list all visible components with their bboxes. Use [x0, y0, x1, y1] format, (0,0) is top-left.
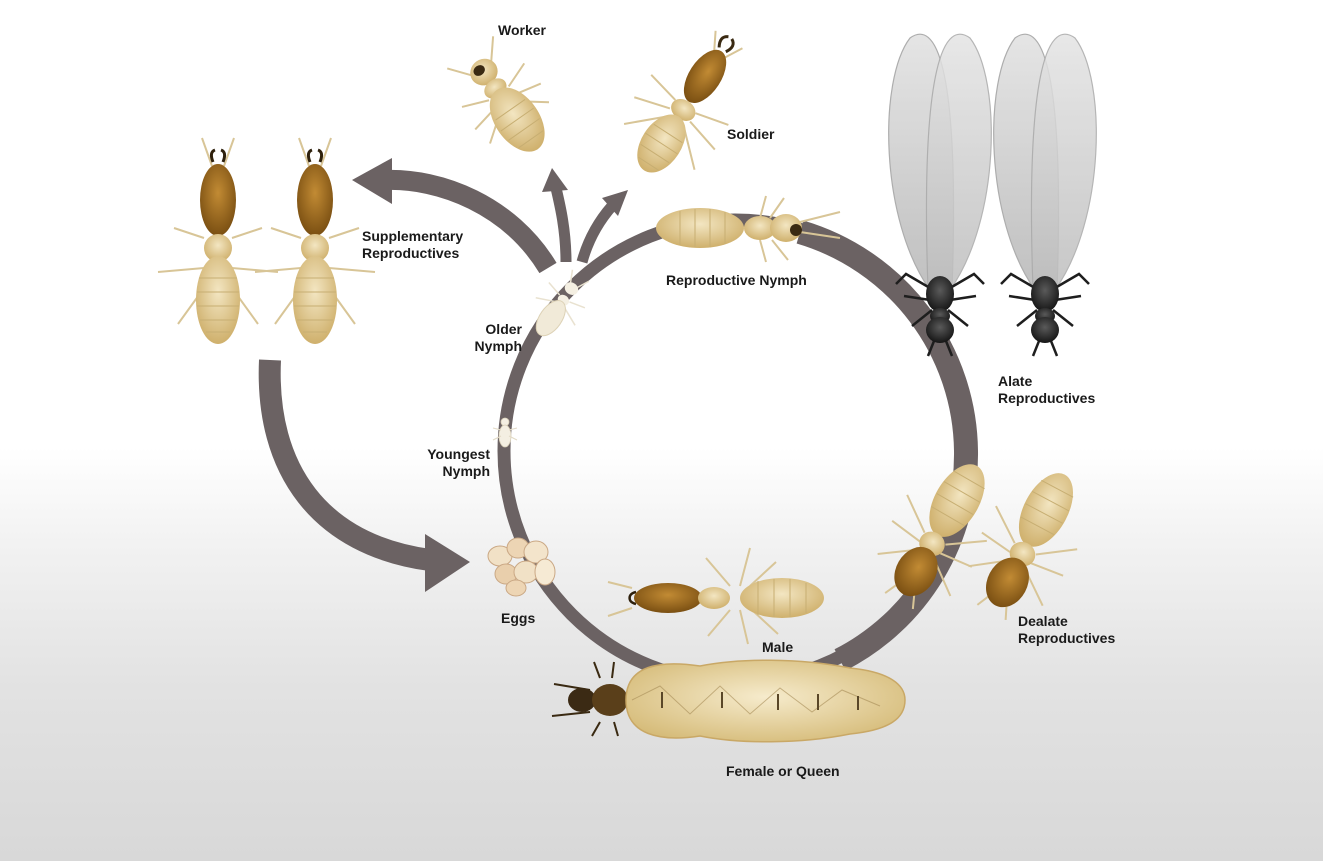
label-older-nymph-line2: Nymph [470, 338, 522, 355]
label-worker: Worker [498, 22, 546, 39]
label-female-or-queen: Female or Queen [726, 763, 840, 780]
label-older-nymph: Older Nymph [470, 321, 522, 355]
label-reproductive-nymph: Reproductive Nymph [666, 272, 807, 289]
worker-termite [437, 29, 570, 172]
arrow-to-worker [556, 188, 566, 262]
alate-reproductive-right [994, 34, 1097, 356]
label-eggs: Eggs [501, 610, 535, 627]
label-dealate-line1: Dealate [1018, 613, 1115, 630]
arrowhead-worker [542, 168, 568, 192]
label-soldier: Soldier [727, 126, 774, 143]
label-older-nymph-line1: Older [470, 321, 522, 338]
label-supplementary-line2: Reproductives [362, 245, 463, 262]
label-alate-reproductives: Alate Reproductives [998, 373, 1095, 407]
label-dealate-reproductives: Dealate Reproductives [1018, 613, 1115, 647]
label-youngest-nymph: Youngest Nymph [420, 446, 490, 480]
supplementary-reproductive-left [158, 138, 278, 344]
arrowhead-eggs [425, 534, 470, 592]
label-youngest-nymph-line2: Nymph [420, 463, 490, 480]
label-supplementary-reproductives: Supplementary Reproductives [362, 228, 463, 262]
youngest-nymph-termite [493, 418, 517, 447]
label-alate-line1: Alate [998, 373, 1095, 390]
supplementary-reproductive-right [255, 138, 375, 344]
queen-termite [552, 660, 905, 742]
label-youngest-nymph-line1: Youngest [420, 446, 490, 463]
arrowhead-supplementary [352, 158, 392, 204]
soldier-termite [604, 12, 771, 197]
arrow-supplementary-to-eggs [270, 360, 430, 560]
male-termite [608, 548, 824, 644]
label-male: Male [762, 639, 793, 656]
label-alate-line2: Reproductives [998, 390, 1095, 407]
label-dealate-line2: Reproductives [1018, 630, 1115, 647]
label-supplementary-line1: Supplementary [362, 228, 463, 245]
